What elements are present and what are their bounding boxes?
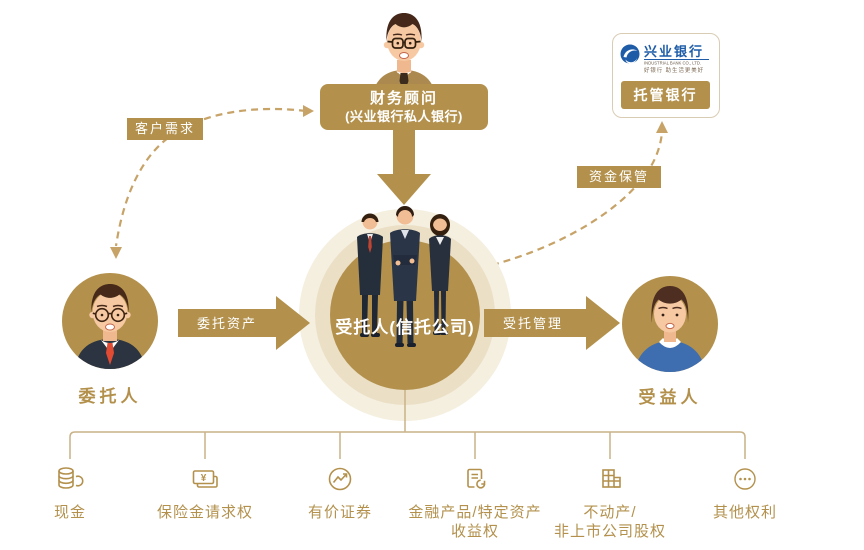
beneficiary-avatar <box>622 276 718 372</box>
asset-item-financial-product: 金融产品/特定资产 收益权 <box>405 464 545 541</box>
asset-item-securities: 有价证券 <box>270 464 410 522</box>
asset-item-other-rights: 其他权利 <box>675 464 815 522</box>
principal-glasses-icon <box>92 307 128 323</box>
bank-logo-slogan: 好银行 助生活更美好 <box>644 66 704 74</box>
entrusted-assets-arrow: 委托资产 <box>178 294 312 352</box>
bank-logo-icon <box>620 44 640 64</box>
bank-logo-name: 兴业银行 <box>644 44 704 59</box>
advisor-to-trustee-arrow <box>377 127 431 205</box>
trustee-node-label: 受托人(信托公司) <box>335 318 475 337</box>
client-needs-flow-label: 客户需求 <box>127 118 203 140</box>
trustee-woman-right <box>429 214 451 335</box>
financial-product-icon <box>467 468 486 489</box>
asset-item-cash: 现金 <box>0 464 140 522</box>
principal-illustration <box>75 284 145 369</box>
trustee-man-left <box>357 213 383 337</box>
other-rights-icon <box>734 468 756 490</box>
advisor-node-box: 财务顾问 (兴业银行私人银行) <box>320 84 488 130</box>
svg-text:¥: ¥ <box>201 473 207 484</box>
principal-avatar <box>62 273 158 369</box>
real-estate-icon <box>602 469 621 488</box>
asset-item-insurance-claim: ¥ 保险金请求权 <box>135 464 275 522</box>
advisor-glasses-icon <box>387 37 421 49</box>
coins-icon <box>58 467 84 489</box>
beneficiary-illustration <box>635 286 705 372</box>
trust-management-arrow: 受托管理 <box>484 294 622 352</box>
bank-logo-subtext: INDUSTRIAL BANK CO., LTD. <box>644 61 701 66</box>
advisor-subtitle: (兴业银行私人银行) <box>345 109 463 124</box>
custodian-bank-box: 兴业银行 INDUSTRIAL BANK CO., LTD. 好银行 助生活更美… <box>612 33 720 118</box>
trustee-man-center <box>390 206 420 347</box>
arrowhead-to-advisor <box>303 105 314 117</box>
fund-custody-curve <box>491 131 664 267</box>
beneficiary-node-label: 受益人 <box>638 388 702 407</box>
fund-custody-flow-label: 资金保管 <box>577 166 661 188</box>
securities-icon <box>328 467 352 491</box>
entrusted-assets-label: 委托资产 <box>196 316 257 331</box>
advisor-title: 财务顾问 <box>369 90 438 107</box>
principal-node-label: 委托人 <box>78 387 142 406</box>
industrial-bank-logo: 兴业银行 INDUSTRIAL BANK CO., LTD. 好银行 助生活更美… <box>620 44 709 74</box>
trust-management-label: 受托管理 <box>502 316 563 331</box>
asset-item-real-estate: 不动产/ 非上市公司股权 <box>540 464 680 541</box>
arrowhead-to-custodian <box>656 121 668 133</box>
custodian-role-label: 托管银行 <box>621 81 710 109</box>
arrowhead-to-principal <box>110 247 122 259</box>
insurance-claim-icon: ¥ <box>192 470 218 488</box>
trustee-team-illustration <box>357 206 451 347</box>
